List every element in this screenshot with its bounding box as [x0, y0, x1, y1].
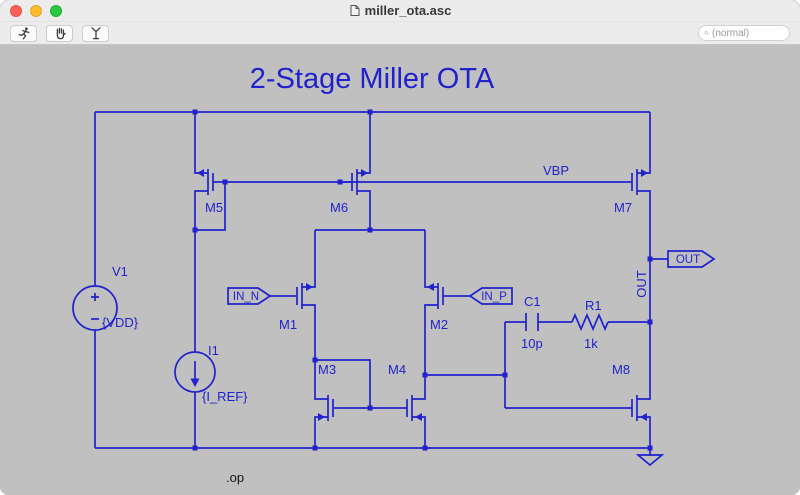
halt-icon	[56, 27, 66, 40]
transistor-m7[interactable]: M7	[614, 156, 651, 215]
titlebar: miller_ota.asc	[0, 0, 800, 22]
pmos-symbol[interactable]	[284, 270, 316, 322]
component-label[interactable]: M5	[205, 200, 223, 215]
transistor-m1[interactable]: M1	[279, 270, 316, 332]
halt-button[interactable]	[46, 24, 73, 42]
component-label[interactable]: M2	[430, 317, 448, 332]
nmos-symbol[interactable]	[394, 382, 426, 434]
run-icon	[18, 27, 29, 40]
component-label[interactable]: M3	[318, 362, 336, 377]
current-source-i1[interactable]: I1 {I_REF}	[174, 343, 248, 404]
schematic-canvas[interactable]: 2-Stage Miller OTA	[0, 45, 800, 495]
component-value[interactable]: 1k	[584, 336, 598, 351]
pmos-symbol[interactable]	[424, 270, 456, 322]
transistor-m4[interactable]: M4	[388, 362, 426, 434]
schematic-title[interactable]: 2-Stage Miller OTA	[250, 63, 495, 95]
minimize-button[interactable]	[30, 4, 42, 17]
component-label[interactable]: I1	[208, 343, 219, 358]
search-icon	[704, 31, 709, 36]
transistor-m6[interactable]: M6	[330, 156, 371, 215]
resistor-r1[interactable]: R1 1k	[571, 298, 609, 351]
nmos-symbol[interactable]	[314, 382, 346, 434]
run-button[interactable]	[10, 24, 37, 42]
component-label[interactable]: C1	[524, 294, 541, 309]
search-field[interactable]	[698, 25, 790, 41]
antenna-icon	[90, 27, 101, 40]
transistor-m5[interactable]: M5	[194, 156, 226, 215]
component-label[interactable]: M6	[330, 200, 348, 215]
port-label[interactable]: IN_P	[481, 291, 507, 303]
zoom-button[interactable]	[50, 4, 62, 17]
component-label[interactable]: M8	[612, 362, 630, 377]
nmos-symbol[interactable]	[619, 382, 651, 434]
ground-symbol[interactable]	[635, 454, 665, 467]
component-value[interactable]: {VDD}	[102, 315, 139, 330]
component-label[interactable]: R1	[585, 298, 602, 313]
wires[interactable]	[94, 111, 668, 455]
transistor-m8[interactable]: M8	[612, 362, 651, 434]
port-in-p[interactable]: IN_P	[468, 287, 513, 305]
net-label-vbp[interactable]: VBP	[543, 163, 569, 178]
toolbar	[0, 22, 800, 45]
component-label[interactable]: V1	[112, 264, 128, 279]
traffic-lights	[0, 4, 62, 17]
net-label-out[interactable]: OUT	[634, 270, 649, 298]
voltage-source-v1[interactable]: V1 {VDD}	[72, 264, 139, 331]
component-label[interactable]: M7	[614, 200, 632, 215]
schematic-svg[interactable]: 2-Stage Miller OTA	[0, 45, 800, 495]
window-title-area: miller_ota.asc	[0, 0, 800, 21]
window-title: miller_ota.asc	[364, 3, 452, 18]
port-label[interactable]: IN_N	[233, 291, 259, 303]
spice-directive[interactable]: .op	[226, 470, 244, 485]
component-value[interactable]: 10p	[521, 336, 543, 351]
antenna-button[interactable]	[82, 24, 109, 42]
port-label[interactable]: OUT	[676, 254, 700, 266]
component-label[interactable]: M1	[279, 317, 297, 332]
port-out[interactable]: OUT	[667, 250, 716, 268]
component-label[interactable]: M4	[388, 362, 406, 377]
transistor-m2[interactable]: M2	[424, 270, 456, 332]
close-button[interactable]	[10, 4, 22, 17]
port-in-n[interactable]: IN_N	[227, 287, 272, 305]
capacitor-c1[interactable]: C1 10p	[521, 294, 543, 351]
document-icon	[350, 5, 360, 16]
transistor-m3[interactable]: M3	[314, 362, 346, 434]
component-value[interactable]: {I_REF}	[202, 389, 248, 404]
search-input[interactable]	[712, 27, 784, 39]
